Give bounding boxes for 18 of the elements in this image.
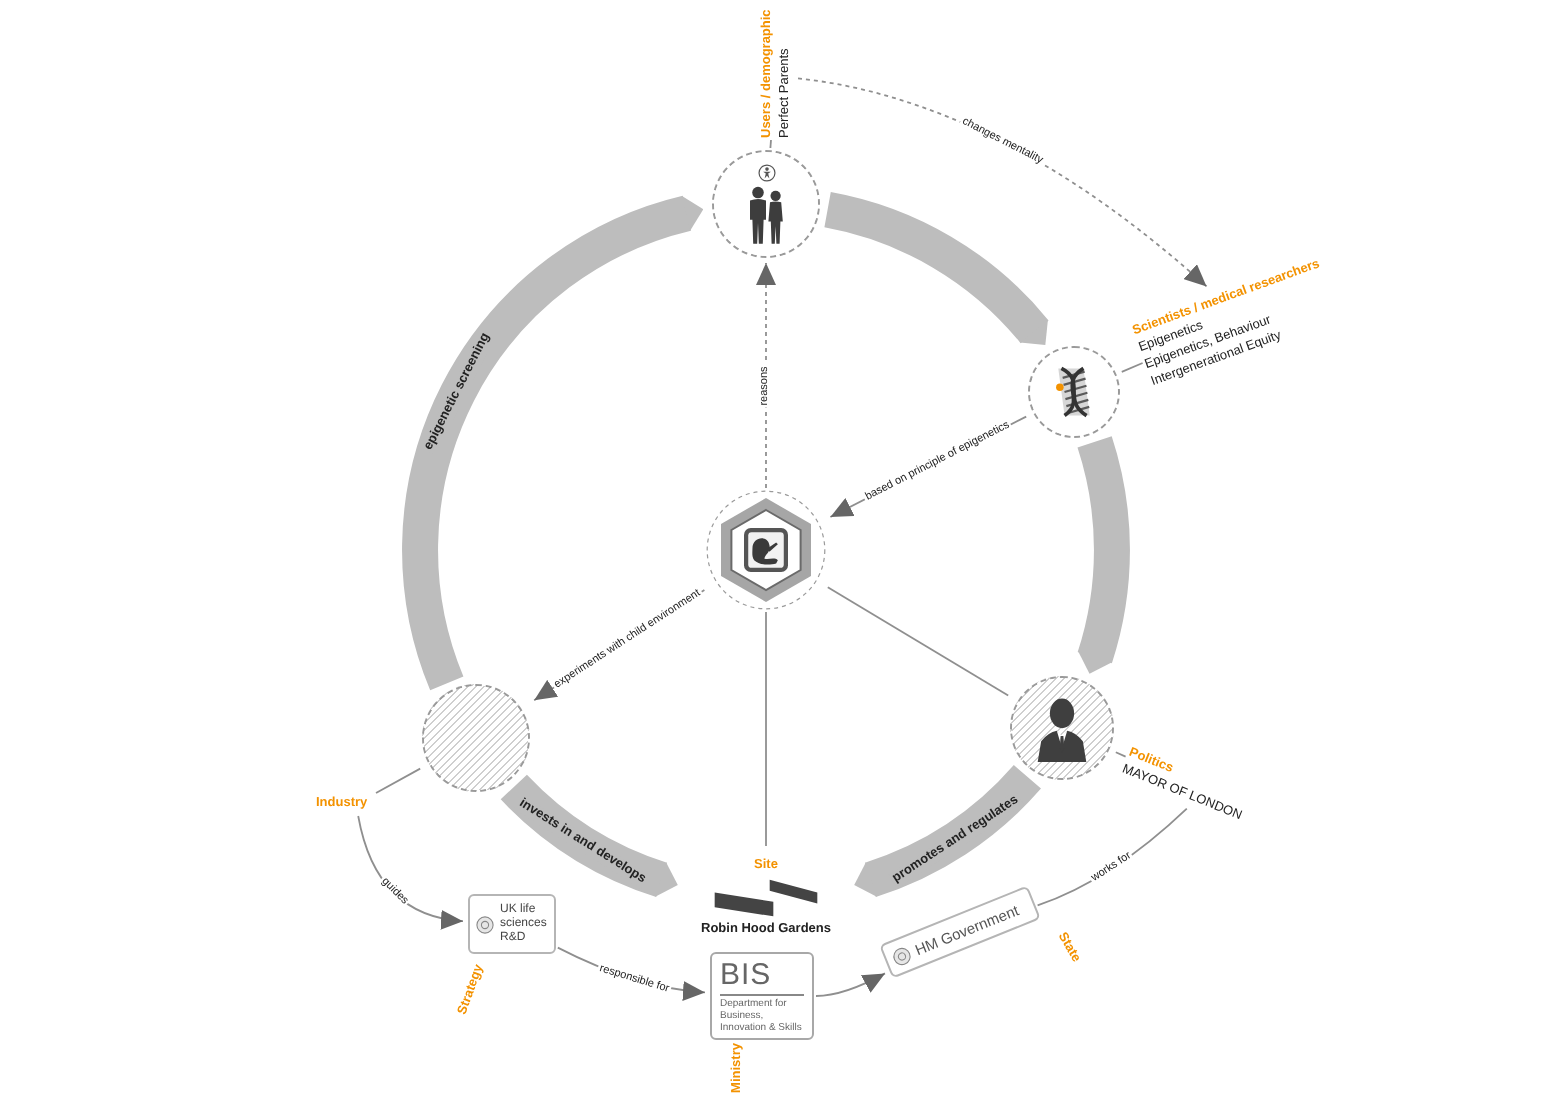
ring-arrow-band [501,773,678,897]
info-card [468,894,556,954]
ring-arrow-band [402,195,704,690]
ring-arrow-band [1077,437,1130,675]
connector-line [765,611,767,847]
ring-arrow-band [854,764,1041,897]
connector-line [769,139,772,149]
connector-line [826,586,1010,697]
department-card [710,952,814,1040]
connector-line [375,767,422,794]
arrow [815,972,886,997]
hatched-circle [422,684,530,792]
arrow [756,262,776,489]
dashed-circle-frame [1010,676,1114,780]
connector-line [1114,751,1127,758]
ring-arrow-band [823,192,1048,345]
connector-line [1120,362,1144,373]
department-acronym: BIS [720,960,774,990]
